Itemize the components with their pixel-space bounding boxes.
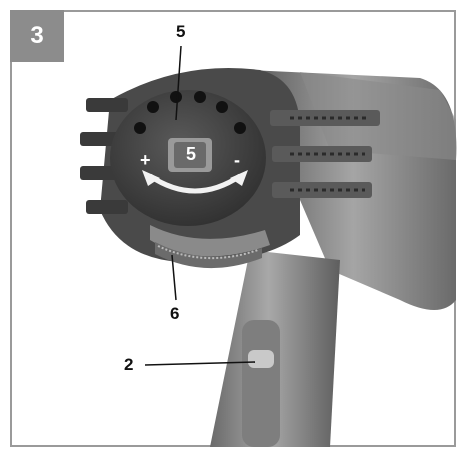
- adjust-arrow: [148, 173, 242, 194]
- dial-minus-sign: -: [234, 150, 240, 170]
- leader-line-2: [144, 361, 256, 366]
- leader-line-6: [171, 254, 177, 301]
- leader-line-5: [175, 45, 182, 121]
- adjustment-wheel: [155, 242, 262, 269]
- switch-slot: [242, 320, 280, 447]
- dial-plus-sign: +: [140, 150, 151, 170]
- label-5: 5: [176, 22, 186, 41]
- figure-number: 3: [10, 10, 64, 62]
- dial-setting-number: 5: [186, 144, 197, 164]
- handle: [210, 250, 340, 447]
- face-plate: [110, 90, 266, 226]
- label-6: 6: [170, 304, 180, 323]
- on-off-switch: [248, 350, 274, 368]
- label-2: 2: [124, 355, 134, 374]
